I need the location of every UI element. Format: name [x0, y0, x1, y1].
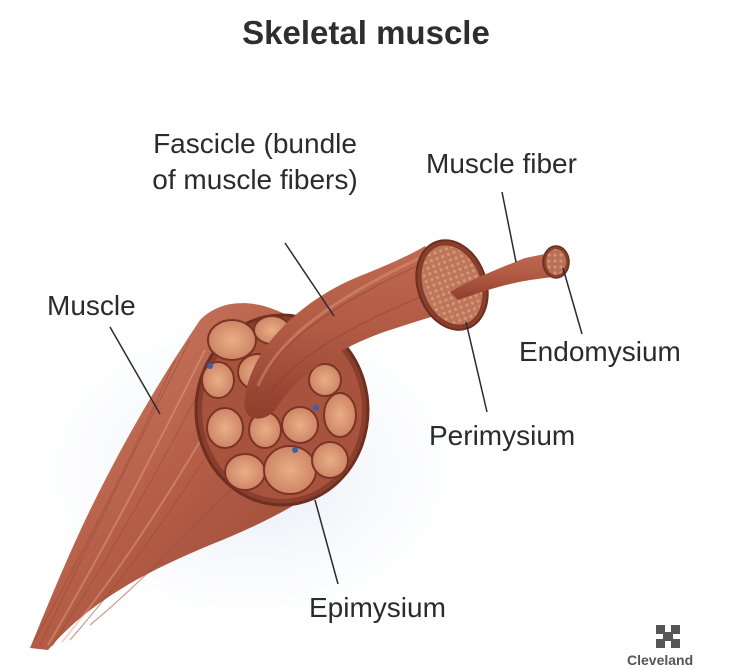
- label-perimysium: Perimysium: [429, 420, 576, 451]
- label-epimysium: Epimysium: [309, 592, 446, 623]
- leader-lines: [109, 191, 583, 585]
- leader-line-muscle: [109, 326, 161, 415]
- cross-logo-icon: [656, 625, 680, 648]
- muscle-fiber: [450, 252, 560, 300]
- label-muscle: Muscle: [47, 290, 136, 321]
- leader-line-epimysium: [314, 499, 339, 585]
- blood-vessels: [207, 363, 319, 453]
- leader-line-endomysium: [562, 267, 583, 335]
- label-fascicle: Fascicle (bundle of muscle fibers): [152, 128, 358, 195]
- logo-text: Cleveland: [627, 652, 694, 668]
- label-endomysium: Endomysium: [519, 336, 681, 367]
- label-muscle-fiber: Muscle fiber: [426, 148, 577, 179]
- page-title: Skeletal muscle: [242, 14, 490, 51]
- leader-line-muscle-fiber: [501, 191, 517, 263]
- leader-line-perimysium: [465, 321, 488, 413]
- leader-line-fascicle: [284, 242, 335, 317]
